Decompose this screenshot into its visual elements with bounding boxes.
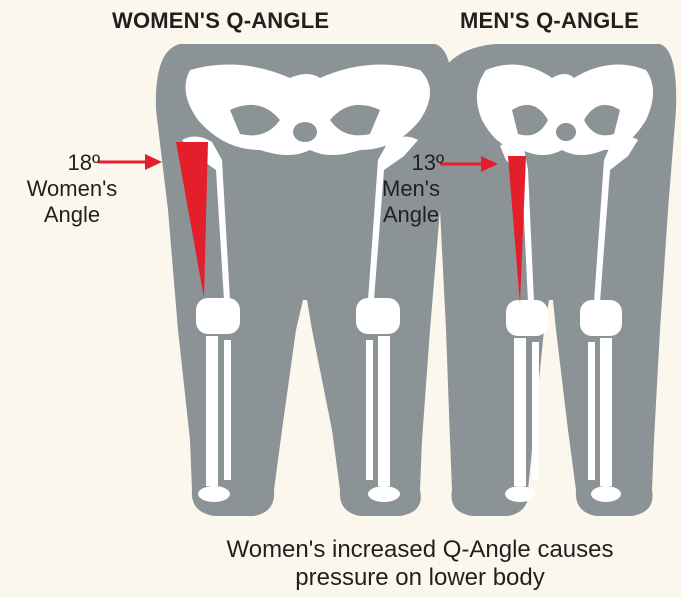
men-right-knee — [580, 300, 622, 336]
caption-line1: Women's increased Q-Angle causes — [160, 536, 680, 564]
women-left-tibia — [206, 336, 218, 486]
women-angle-degrees: 18º — [8, 150, 136, 176]
women-right-knee — [356, 298, 400, 334]
women-figure — [98, 44, 452, 516]
women-left-fibula — [224, 340, 231, 480]
women-angle-line1: Women's — [8, 176, 136, 202]
men-angle-line2: Angle — [352, 202, 470, 228]
men-angle-line1: Men's — [352, 176, 470, 202]
women-right-fibula — [366, 340, 373, 480]
men-left-knee — [506, 300, 548, 336]
men-left-tibia — [514, 338, 526, 486]
men-right-tibia — [600, 338, 612, 486]
women-angle-line2: Angle — [8, 202, 136, 228]
caption-line2: pressure on lower body — [160, 564, 680, 592]
caption: Women's increased Q-Angle causes pressur… — [160, 536, 680, 592]
women-angle-label: 18º Women's Angle — [8, 150, 136, 228]
men-angle-label: 13º Men's Angle — [352, 150, 470, 228]
men-left-fibula — [532, 342, 539, 480]
men-right-fibula — [588, 342, 595, 480]
men-figure — [434, 44, 676, 516]
women-left-knee — [196, 298, 240, 334]
men-angle-degrees: 13º — [352, 150, 470, 176]
women-right-tibia — [378, 336, 390, 486]
